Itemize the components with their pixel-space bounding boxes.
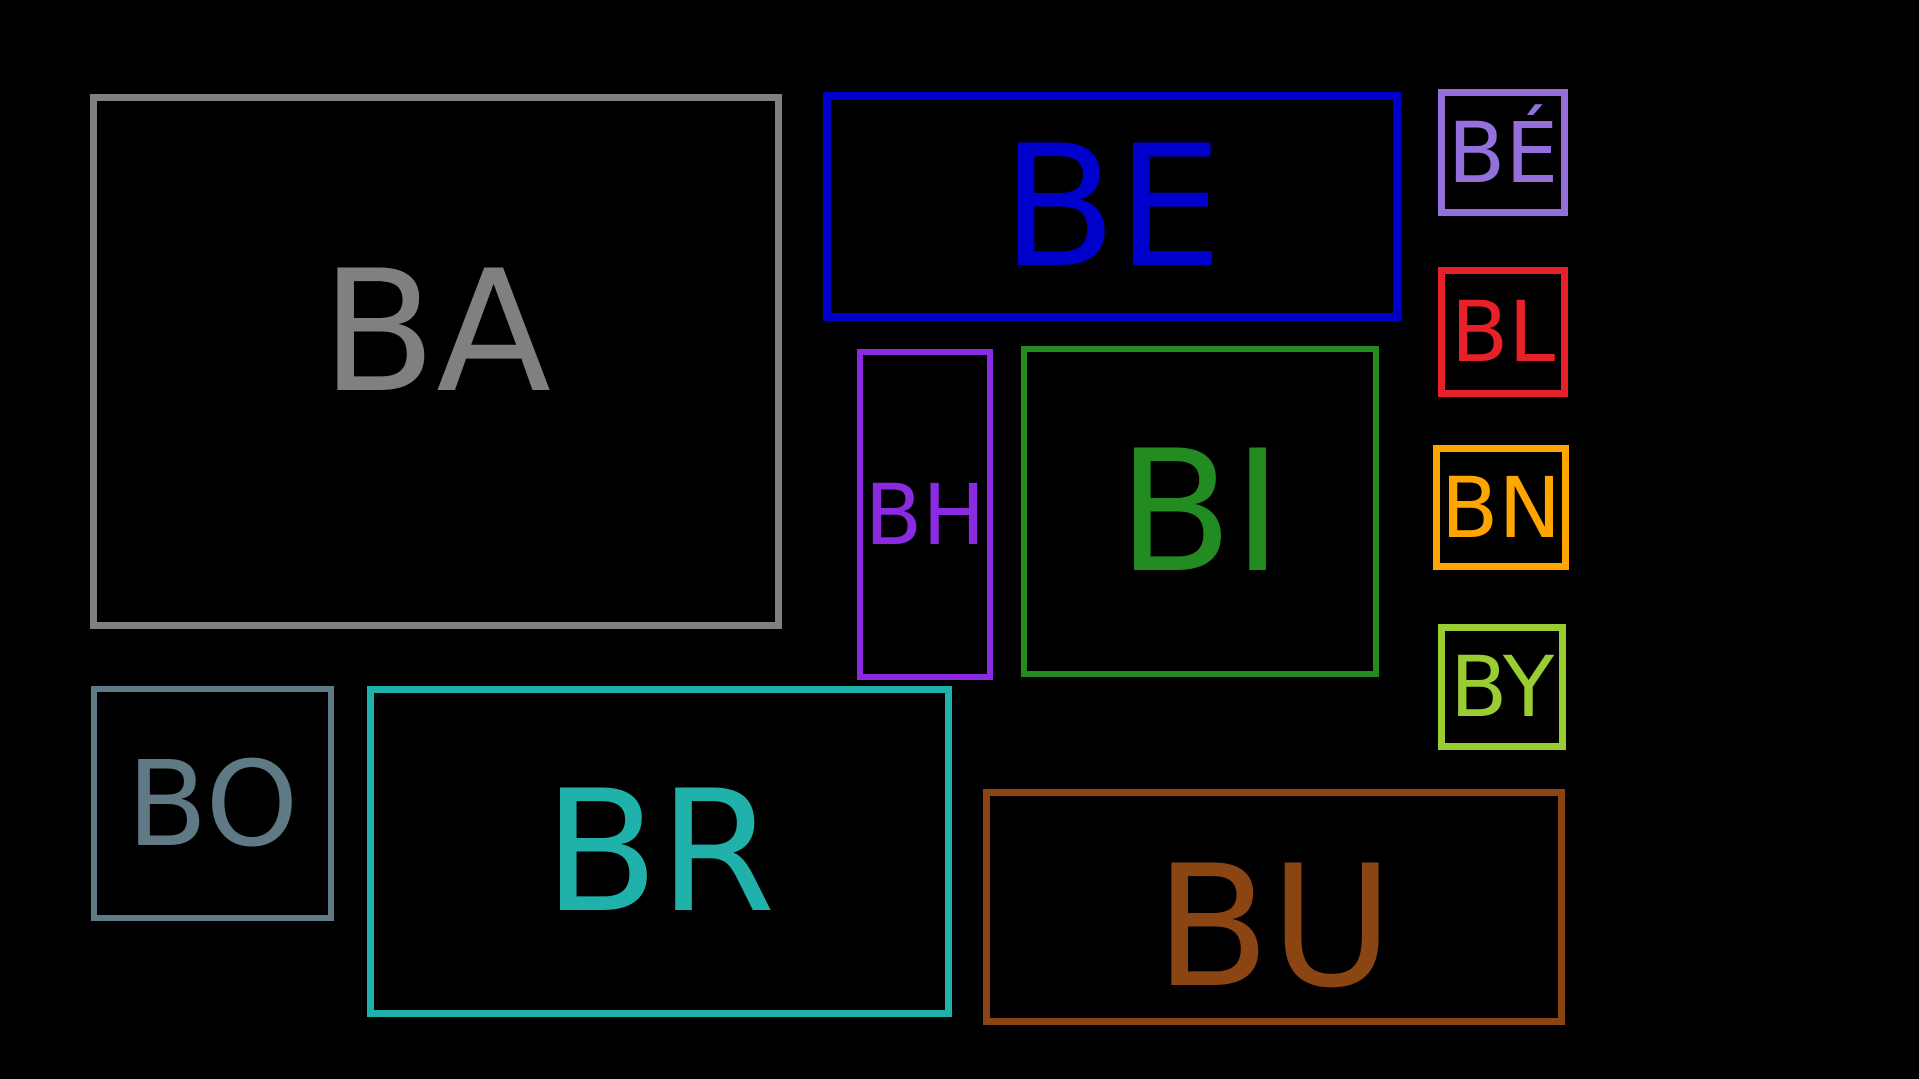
tile-ba: BA xyxy=(90,94,782,629)
tile-label-bh: BH xyxy=(864,465,986,564)
tile-bn: BN xyxy=(1433,445,1569,570)
tile-label-bl: BL xyxy=(1450,283,1556,381)
tile-bu: BU xyxy=(983,789,1565,1025)
tile-bo: BO xyxy=(91,686,334,921)
tile-by: BY xyxy=(1438,624,1566,750)
tile-be-accent: BÉ xyxy=(1438,89,1568,216)
tile-label-bo: BO xyxy=(126,734,299,873)
tile-bi: BI xyxy=(1021,346,1379,677)
tile-label-bn: BN xyxy=(1440,458,1562,557)
tile-be: BE xyxy=(823,92,1401,321)
tile-label-br: BR xyxy=(543,753,776,950)
tile-bh: BH xyxy=(857,349,993,680)
tile-label-be: BE xyxy=(1001,108,1223,305)
tile-br: BR xyxy=(367,686,952,1017)
tile-label-be-accent: BÉ xyxy=(1447,103,1559,202)
tile-label-by: BY xyxy=(1449,638,1555,736)
tile-label-ba: BA xyxy=(320,233,552,430)
tile-label-bu: BU xyxy=(1154,829,1394,1025)
tile-label-bi: BI xyxy=(1117,413,1283,610)
tile-bl: BL xyxy=(1438,267,1568,397)
